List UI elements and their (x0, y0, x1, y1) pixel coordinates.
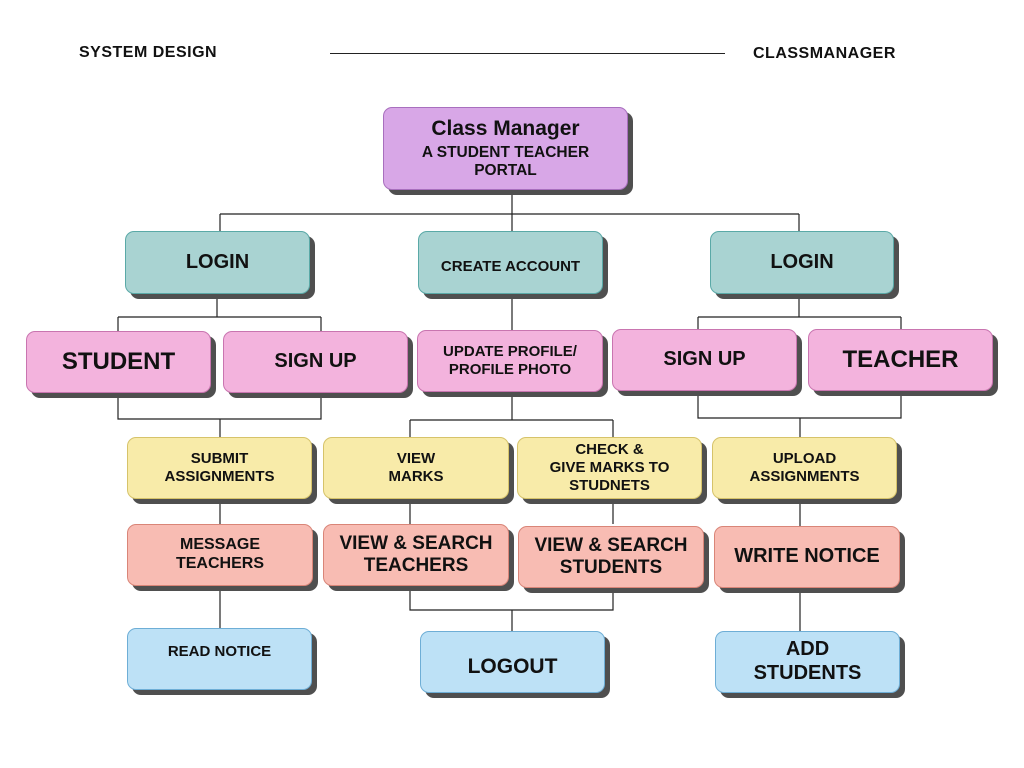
connector-login-right-to-row2 (697, 294, 902, 329)
add-students-node: ADD STUDENTS (715, 631, 900, 693)
upload-assignments-node: UPLOAD ASSIGNMENTS (712, 437, 897, 499)
check-give-marks-node: CHECK & GIVE MARKS TO STUDNETS (517, 437, 702, 499)
root-subtitle: A STUDENT TEACHER PORTAL (421, 143, 590, 179)
read-notice-node: READ NOTICE (127, 628, 312, 690)
logout-node: LOGOUT (420, 631, 605, 693)
message-teachers-node: MESSAGE TEACHERS (127, 524, 313, 586)
sign-up-right-node: SIGN UP (612, 329, 797, 391)
connector-login-left-to-row2 (117, 294, 322, 331)
root-title: Class Manager (431, 116, 580, 140)
header-right-title: CLASSMANAGER (753, 45, 896, 62)
create-account-node: CREATE ACCOUNT (418, 231, 603, 294)
connector-viewsearch-to-logout (409, 586, 614, 631)
connector-update-to-row3 (409, 392, 614, 437)
submit-assignments-node: SUBMIT ASSIGNMENTS (127, 437, 312, 499)
student-node: STUDENT (26, 331, 211, 393)
view-search-teachers-node: VIEW & SEARCH TEACHERS (323, 524, 509, 586)
header-divider-line (330, 53, 725, 54)
connector-student-to-submit (117, 393, 322, 437)
write-notice-node: WRITE NOTICE (714, 526, 900, 588)
teacher-node: TEACHER (808, 329, 993, 391)
header-left-title: SYSTEM DESIGN (79, 44, 218, 61)
login-left-node: LOGIN (125, 231, 310, 294)
login-right-node: LOGIN (710, 231, 894, 294)
view-marks-node: VIEW MARKS (323, 437, 509, 499)
connector-teacher-to-upload (697, 391, 902, 437)
sign-up-left-node: SIGN UP (223, 331, 408, 393)
view-search-students-node: VIEW & SEARCH STUDENTS (518, 526, 704, 588)
update-profile-node: UPDATE PROFILE/ PROFILE PHOTO (417, 330, 603, 392)
connector-root-to-logins (219, 190, 800, 231)
root-node-class-manager: Class Manager A STUDENT TEACHER PORTAL (383, 107, 628, 190)
